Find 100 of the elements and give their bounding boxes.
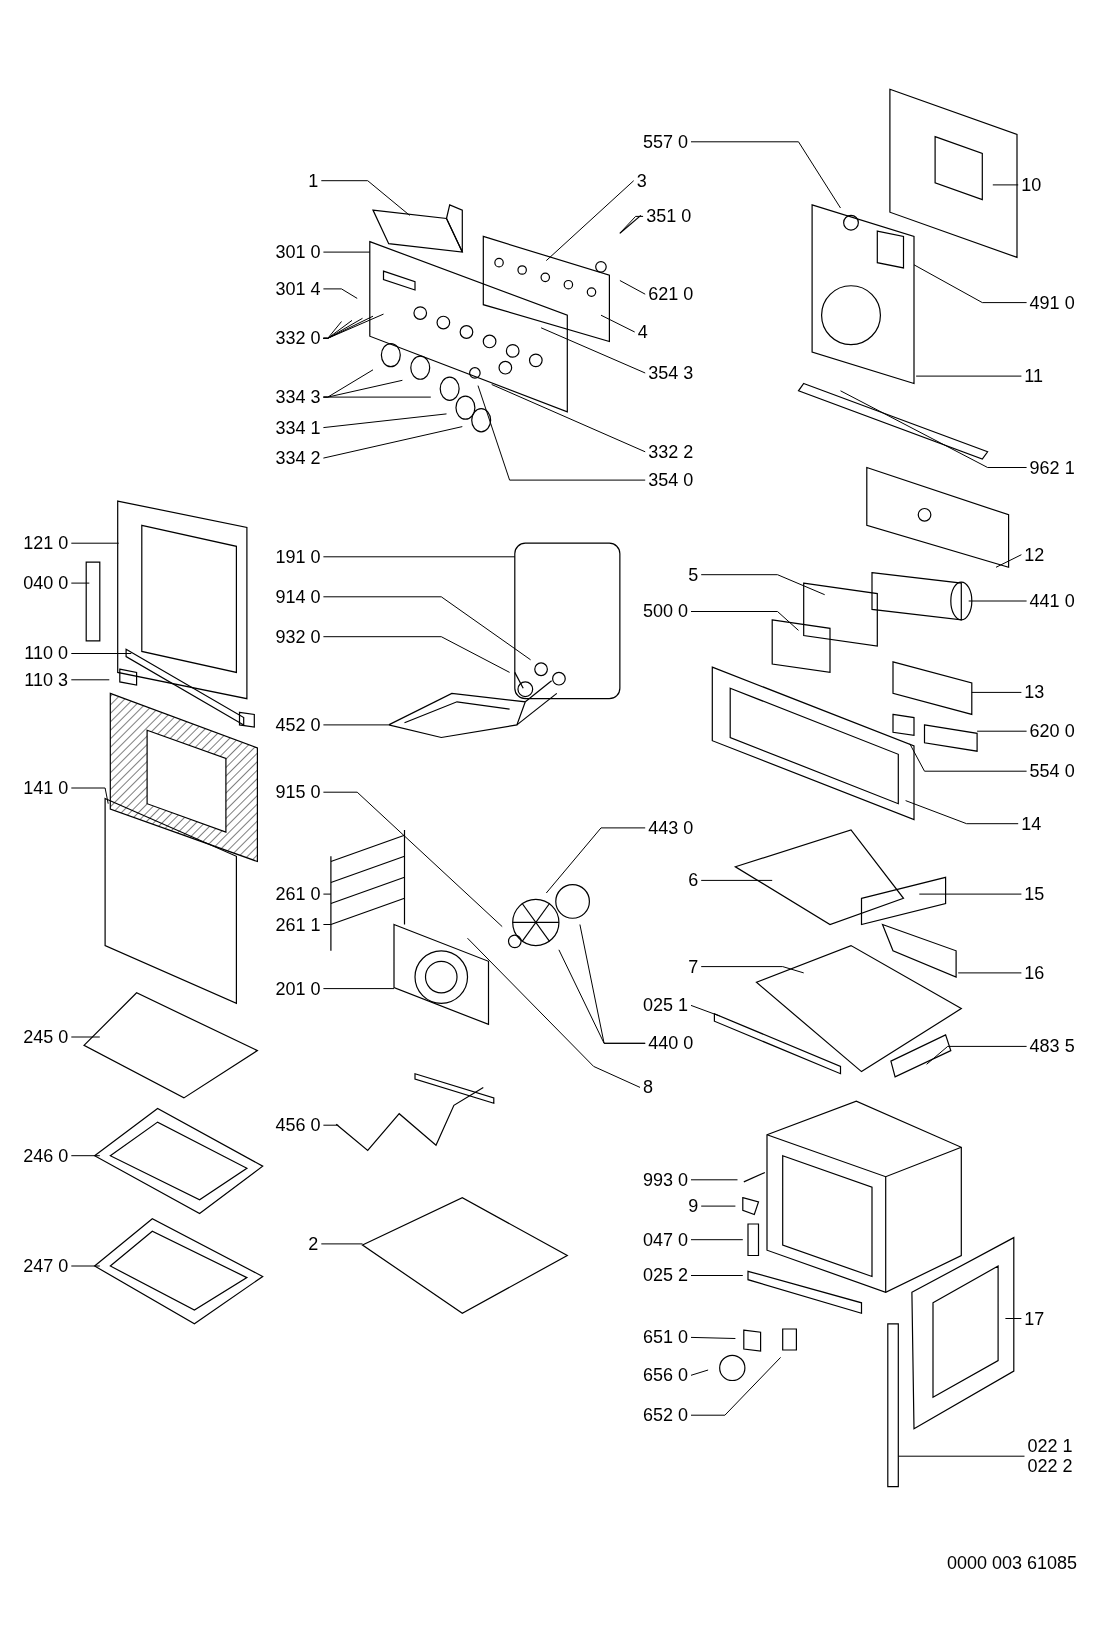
callout-number: 2 [308,1233,319,1254]
leader-line [322,791,503,928]
leader-line [909,743,1028,772]
leader-line [322,724,390,726]
leader-line [545,827,646,894]
leader-line [491,384,646,453]
leader-line [322,426,463,459]
callout-number: 13 [1024,682,1045,703]
leader-line [905,800,1019,825]
leader-line [690,1369,709,1376]
leader-line [690,611,799,631]
leader-line [320,180,411,216]
leader-line [992,184,1019,186]
leader-line [926,1045,1028,1065]
leader-line [322,988,395,990]
callout-number: 440 0 [648,1033,694,1054]
callout-number: 12 [1024,544,1045,565]
leader-line [70,542,120,544]
callout-number: 15 [1024,884,1045,905]
callout-number: 651 0 [642,1327,688,1348]
leader-line [70,1155,101,1157]
leader-line [1004,1318,1022,1319]
callout-number: 5 [688,564,699,585]
callout-number: 441 0 [1029,590,1075,611]
leader-line [322,251,371,253]
callout-number: 621 0 [648,284,694,305]
leader-line [320,1243,363,1245]
callout-number: 354 0 [648,470,694,491]
leader-line [700,1205,736,1207]
leader-line [690,141,841,209]
callout-number: 261 0 [275,884,321,905]
leader-line [957,972,1022,974]
callout-number: 245 0 [23,1026,69,1047]
callout-number: 261 1 [275,914,321,935]
callout-number: 17 [1024,1308,1045,1329]
leader-line [322,413,447,429]
callout-number: 16 [1024,962,1045,983]
callout-number: 915 0 [275,782,321,803]
callout-number: 332 2 [648,441,694,462]
callout-number: 334 2 [275,448,321,469]
leader-line [968,600,1028,602]
leader-line [915,375,1022,377]
callout-number: 332 0 [275,328,321,349]
callout-number: 040 0 [23,573,69,594]
leader-line [322,313,384,339]
callout-number: 8 [642,1077,653,1098]
callout-number: 4 [637,322,648,342]
callout-number: 110 3 [24,669,68,690]
callout-number: 620 0 [1029,721,1075,742]
leader-line [322,924,332,925]
callout-number: 121 0 [23,533,69,554]
leader-line [70,1265,101,1267]
callout-number: 246 0 [23,1145,69,1166]
callout-number: 022 1 [1027,1436,1073,1457]
callout-number: 025 2 [642,1265,688,1286]
callout-number: 491 0 [1029,292,1075,313]
leader-line [690,1356,782,1416]
leader-line [897,1455,1025,1457]
callout-number: 201 0 [275,978,321,999]
callout-number: 456 0 [275,1115,321,1136]
callout-number: 022 2 [1027,1456,1073,1477]
callout-number: 047 0 [642,1229,688,1250]
leader-line [545,180,635,262]
callout-number: 993 0 [642,1169,688,1190]
leader-line [70,679,110,681]
leader-line [322,556,516,558]
callout-number: 443 0 [648,817,694,838]
callout-number: 557 0 [642,131,688,152]
leader-line [70,1036,101,1038]
leader-line [619,280,646,295]
leader-line [477,385,646,481]
callout-number: 141 0 [23,777,69,798]
callout-number: 7 [688,956,699,977]
leader-line [70,787,109,805]
callout-number: 247 0 [23,1256,69,1276]
leader-line [322,396,432,398]
leader-line [322,288,358,299]
callout-number: 334 1 [275,417,321,438]
callout-number: 6 [688,870,699,891]
callout-number: 110 0 [24,643,68,664]
callout-number: 1 [308,170,319,191]
callout-number: 932 0 [275,626,321,647]
leader-line [619,215,644,234]
leader-line [690,1275,744,1276]
callout-number: 191 0 [275,546,321,567]
leader-line [322,596,532,661]
callout-number: 3 [636,170,647,191]
leader-line [467,937,641,1088]
leader-line [700,879,773,881]
callout-number: 452 0 [275,714,321,735]
leader-line [600,314,636,333]
leader-line [70,653,132,654]
callout-number: 11 [1024,366,1044,387]
leader-line [995,554,1022,568]
leader-line [840,390,1028,468]
leader-line [971,691,1022,693]
leader-line [976,730,1028,732]
callout-number: 14 [1021,813,1042,834]
callout-number: 301 4 [275,278,321,299]
callout-number: 10 [1021,174,1042,195]
